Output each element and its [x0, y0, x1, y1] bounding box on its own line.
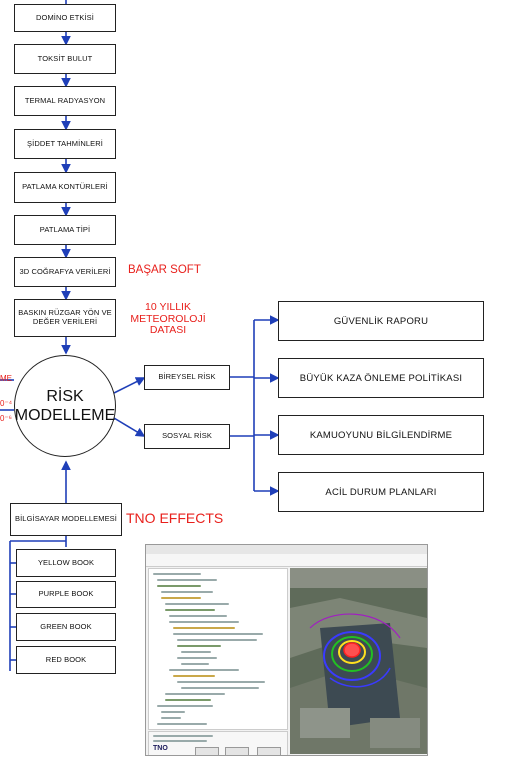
book-box-red: RED BOOK — [16, 646, 116, 674]
left-partial-label-3: 0⁻⁶ — [0, 414, 12, 423]
book-label: YELLOW BOOK — [37, 557, 95, 567]
chain-box-label: TOKSİT BULUT — [37, 53, 93, 63]
risk-modeling-circle: RİSK MODELLEME — [14, 355, 116, 457]
book-box-yellow: YELLOW BOOK — [16, 549, 116, 577]
circle-line-2: MODELLEME — [14, 407, 116, 424]
chain-box-label: PATLAMA KONTÜRLERİ — [22, 182, 108, 192]
output-label: KAMUOYUNU BİLGİLENDİRME — [309, 429, 453, 441]
left-partial-label-2: 0⁻⁴ — [0, 399, 13, 408]
output-label: BÜYÜK KAZA ÖNLEME POLİTİKASI — [299, 372, 463, 384]
chain-box-domino-effect: DOMİNO ETKİSİ — [14, 4, 116, 32]
screenshot-button — [257, 747, 281, 755]
computer-modeling-box: BİLGİSAYAR MODELLEMESİ — [10, 503, 122, 536]
individual-risk-box: BİREYSEL RİSK — [144, 365, 230, 390]
book-box-green: GREEN BOOK — [16, 613, 116, 641]
chain-box-thermal-radiation: TERMAL RADYASYON — [14, 86, 116, 116]
output-label: ACİL DURUM PLANLARI — [325, 486, 437, 498]
screenshot-bottom-panel: TNO — [148, 731, 288, 755]
book-label: GREEN BOOK — [40, 621, 92, 631]
chain-box-label: ŞİDDET TAHMİNLERİ — [27, 138, 103, 148]
chain-box-wind-data: BASKIN RÜZGAR YÖN VE DEĞER VERİLERİ — [14, 299, 116, 337]
output-box-major-accident-policy: BÜYÜK KAZA ÖNLEME POLİTİKASI — [278, 358, 484, 398]
screenshot-button — [195, 747, 219, 755]
output-box-security-report: GÜVENLİK RAPORU — [278, 301, 484, 341]
chain-box-explosion-type: PATLAMA TİPİ — [14, 215, 116, 245]
screenshot-button — [225, 747, 249, 755]
chain-box-toxic-cloud: TOKSİT BULUT — [14, 44, 116, 74]
book-box-purple: PURPLE BOOK — [16, 581, 116, 608]
book-label: RED BOOK — [45, 654, 87, 664]
screenshot-map-panel — [290, 568, 427, 754]
basar-soft-label: BAŞAR SOFT — [128, 264, 201, 276]
tno-logo: TNO — [153, 745, 168, 752]
output-label: GÜVENLİK RAPORU — [333, 315, 429, 327]
chain-box-severity-estimates: ŞİDDET TAHMİNLERİ — [14, 129, 116, 159]
book-label: PURPLE BOOK — [38, 589, 94, 599]
circle-line-1: RİSK — [46, 387, 84, 405]
chain-box-label: 3D COĞRAFYA VERİLERİ — [19, 266, 111, 276]
chain-box-label: DOMİNO ETKİSİ — [36, 12, 94, 22]
satellite-map — [290, 568, 427, 754]
chain-box-label: TERMAL RADYASYON — [24, 95, 106, 105]
tno-effects-label: TNO EFFECTS — [126, 510, 224, 526]
computer-modeling-label: BİLGİSAYAR MODELLEMESİ — [15, 514, 117, 524]
tno-effects-screenshot: TNO — [145, 544, 428, 756]
chain-box-label: BASKIN RÜZGAR YÖN VE DEĞER VERİLERİ — [18, 308, 112, 326]
risk-type-label: SOSYAL RİSK — [162, 431, 212, 441]
chain-box-explosion-contours: PATLAMA KONTÜRLERİ — [14, 172, 116, 203]
social-risk-box: SOSYAL RİSK — [144, 424, 230, 449]
screenshot-tree-panel — [148, 568, 288, 730]
risk-type-label: BİREYSEL RİSK — [158, 372, 216, 382]
screenshot-toolbar — [146, 554, 427, 567]
meteorology-label: 10 YILLIK METEOROLOJİ DATASI — [130, 301, 206, 337]
output-box-public-information: KAMUOYUNU BİLGİLENDİRME — [278, 415, 484, 455]
output-box-emergency-plans: ACİL DURUM PLANLARI — [278, 472, 484, 512]
left-partial-label-1: ME — [0, 374, 12, 383]
chain-box-label: PATLAMA TİPİ — [39, 224, 91, 234]
chain-box-3d-geography: 3D COĞRAFYA VERİLERİ — [14, 257, 116, 287]
